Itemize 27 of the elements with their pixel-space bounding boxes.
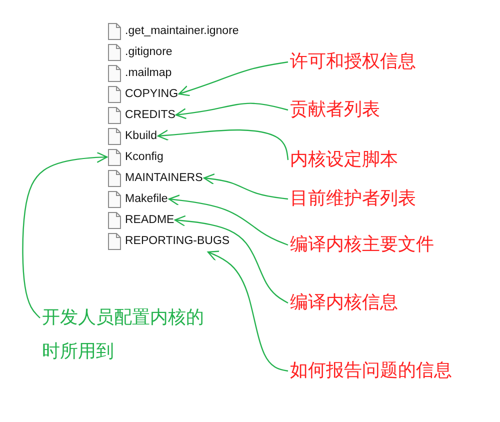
annotation-text: 目前维护者列表 [290,188,416,209]
annotation-text: 内核设定脚本 [290,149,398,170]
annotation-text: 贡献者列表 [290,99,380,120]
file-name: Kbuild [125,130,157,142]
file-name: REPORTING-BUGS [125,235,230,247]
file-name: CREDITS [125,109,176,121]
file-name: .mailmap [125,67,172,79]
file-name: README [125,214,174,226]
file-name: Kconfig [125,151,164,163]
annotation-text: 如何报告问题的信息 [290,360,452,381]
arrow [175,102,288,120]
file-name: .gitignore [125,46,172,58]
arrow [207,250,288,372]
file-name: COPYING [125,88,178,100]
annotation-text: 编译内核主要文件 [290,234,434,255]
annotation-text: 许可和授权信息 [290,51,416,72]
file-name: MAINTAINERS [125,172,203,184]
file-name: Makefile [125,193,168,205]
arrow [203,174,288,200]
arrow [157,129,289,160]
arrow [174,215,288,304]
arrow [178,61,288,96]
arrow [168,194,288,246]
annotation-text: 编译内核信息 [290,292,398,313]
file-name: .get_maintainer.ignore [125,25,239,37]
arrow [22,152,108,318]
annotation-text: 开发人员配置内核的时所用到 [42,307,204,362]
